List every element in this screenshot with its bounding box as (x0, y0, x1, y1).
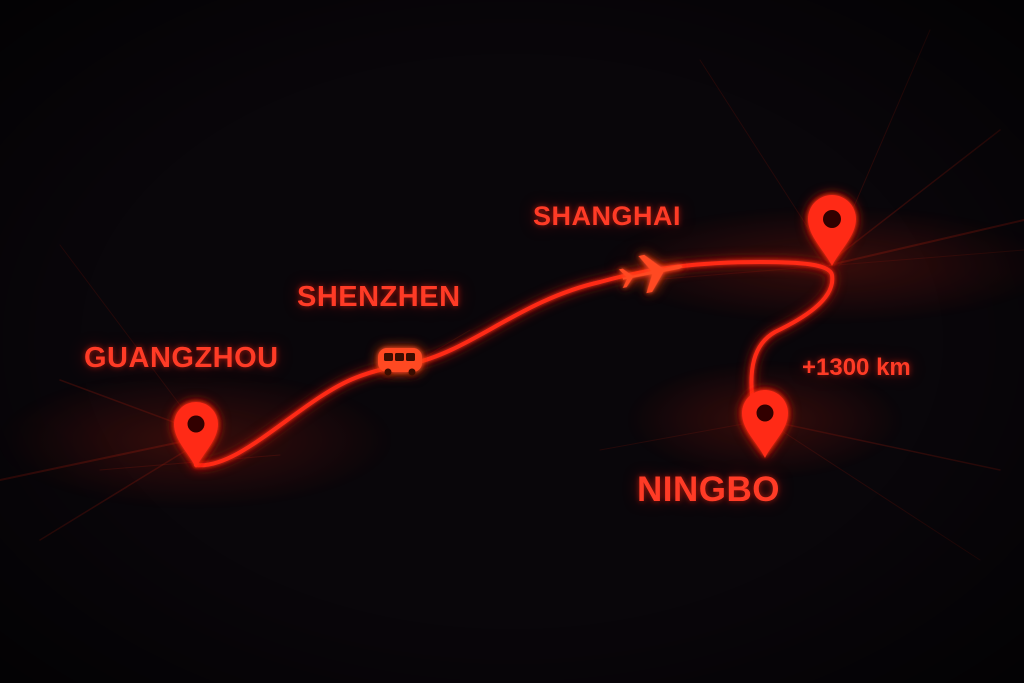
city-label-ningbo: NINGBO (637, 470, 780, 509)
distance-label: +1300 km (802, 354, 911, 381)
city-label-guangzhou: GUANGZHOU (84, 342, 279, 374)
city-label-shenzhen: SHENZHEN (297, 281, 461, 313)
city-label-shanghai: SHANGHAI (533, 201, 682, 231)
